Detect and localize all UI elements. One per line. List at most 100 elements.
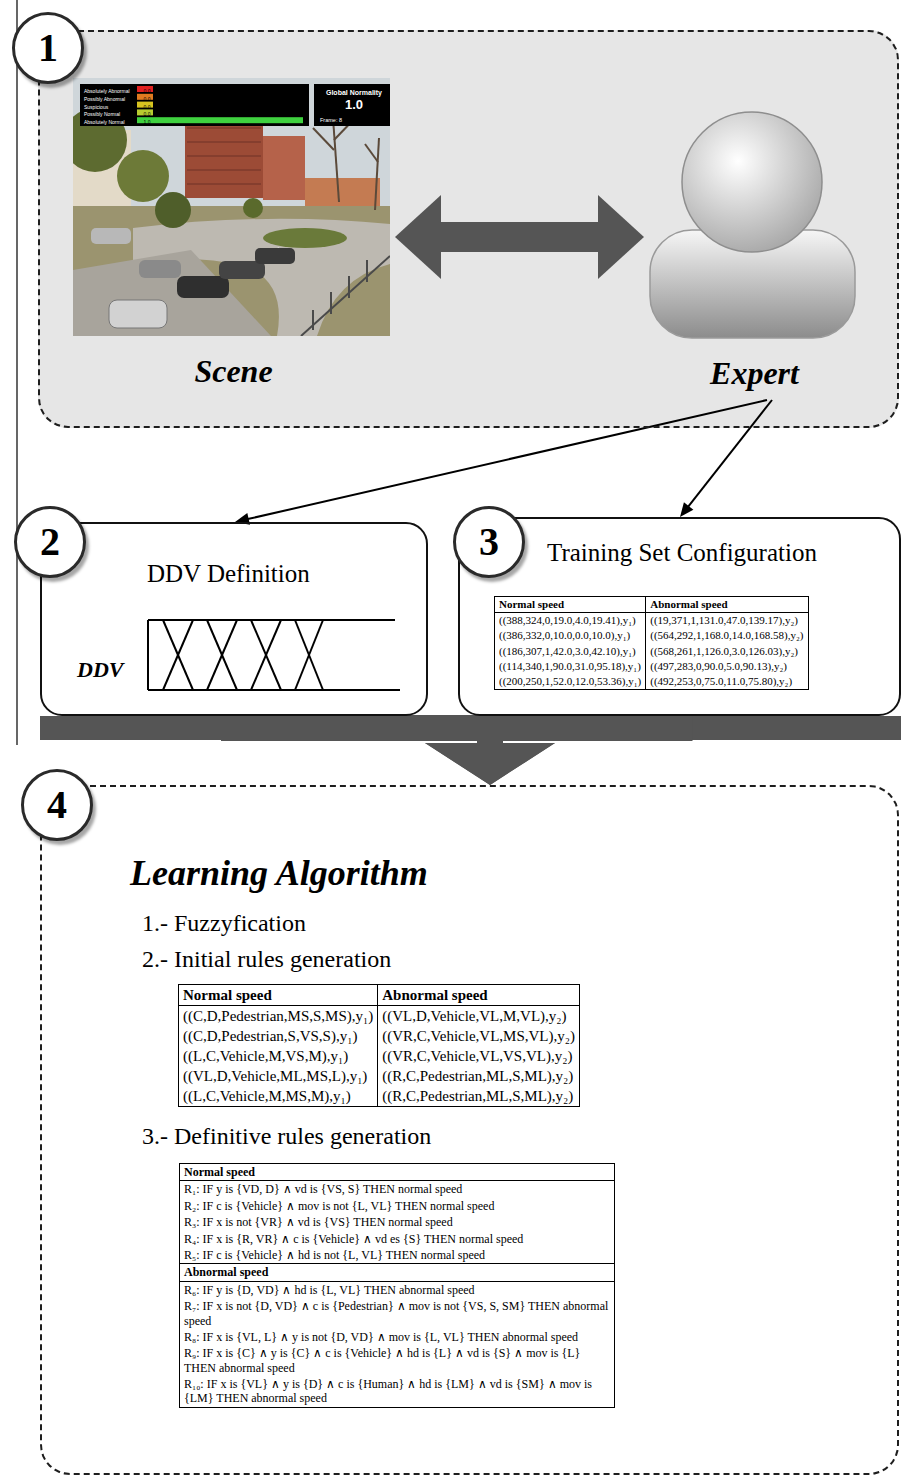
table-cell: R₅: IF c is {Vehicle} ∧ hd is not {L, VL… (180, 1247, 615, 1264)
scene-photo (117, 150, 169, 202)
scene-photo (263, 228, 347, 248)
table-row: R₇: IF x is not {D, VD} ∧ c is {Pedestri… (180, 1298, 615, 1329)
scene-photo (185, 114, 263, 198)
connector-line (234, 716, 490, 744)
scene-photo (301, 256, 390, 336)
overlay-text: 0.0 (139, 96, 155, 102)
scene-photo (312, 310, 314, 330)
table-cell: ((VR,C,Vehicle,VL,MS,VL),y₂) (378, 1026, 580, 1046)
scene-photo (305, 178, 380, 206)
table-cell: R₂: IF c is {Vehicle} ∧ mov is not {L, V… (180, 1198, 615, 1214)
step-heading: 1.- Fuzzyfication (142, 910, 306, 938)
connector (680, 400, 772, 517)
table-cell: R₃: IF x is not {VR} ∧ vd is {VS} THEN n… (180, 1214, 615, 1230)
table-cell: ((568,261,1,126.0,3.0,126.03),y₂) (646, 644, 808, 659)
expert-icon (650, 112, 855, 338)
table-cell: R₈: IF x is {VL, L} ∧ y is not {D, VD} ∧… (180, 1329, 615, 1345)
overlay-text: 1.0 (139, 119, 155, 125)
table-row: ((186,307,1,42.0,3.0,42.10),y₁)((568,261… (495, 644, 809, 659)
table-cell: Normal speed (179, 985, 378, 1006)
table-cell: ((VR,C,Vehicle,VL,VS,VL),y₂) (378, 1046, 580, 1066)
connector (235, 400, 767, 525)
panel-title: Training Set Configuration (547, 539, 817, 568)
scene-photo (187, 128, 261, 184)
table-cell: ((C,D,Pedestrian,MS,S,MS),y₁) (179, 1006, 378, 1027)
scene-photo (73, 250, 271, 336)
callout-number: 4 (21, 769, 93, 841)
membership-functions (251, 620, 281, 690)
connector (425, 716, 680, 785)
scene-photo (255, 248, 295, 264)
stage-panel: 3Training Set ConfigurationNormal speedA… (458, 517, 901, 716)
membership-functions (147, 620, 149, 690)
scene-photo (330, 292, 332, 314)
scene-photo (80, 84, 309, 126)
table-cell: R₁: IF y is {VD, D} ∧ vd is {VS, S} THEN… (180, 1181, 615, 1198)
scene-photo (263, 136, 305, 200)
arrowhead (395, 195, 441, 279)
table-row: R₈: IF x is {VL, L} ∧ y is not {D, VD} ∧… (180, 1329, 615, 1345)
table-row: ((L,C,Vehicle,M,MS,M),y₁)((R,C,Pedestria… (179, 1086, 580, 1107)
scene-photo (109, 300, 167, 328)
table-row: Normal speedAbnormal speed (179, 985, 580, 1006)
membership-functions (207, 620, 237, 690)
table-row: ((114,340,1,90.0,31.0,95.18),y₁)((497,28… (495, 659, 809, 674)
table-cell: ((VL,D,Vehicle,ML,MS,L),y₁) (179, 1066, 378, 1086)
connector-line (248, 400, 767, 519)
table-cell: ((L,C,Vehicle,M,VS,M),y₁) (179, 1046, 378, 1066)
table-row: ((L,C,Vehicle,M,VS,M),y₁)((VR,C,Vehicle,… (179, 1046, 580, 1066)
connector-line (688, 400, 772, 507)
overlay-text: Possibly Abnormal (84, 96, 125, 102)
scene-photo (73, 78, 390, 336)
table-cell: ((VL,D,Vehicle,VL,M,VL),y₂) (378, 1006, 580, 1027)
membership-functions (163, 620, 193, 690)
data-table: Normal speedAbnormal speed((388,324,0,19… (494, 596, 809, 690)
table-row: R₃: IF x is not {VR} ∧ vd is {VS} THEN n… (180, 1214, 615, 1230)
table-cell: ((114,340,1,90.0,31.0,95.18),y₁) (495, 659, 646, 674)
stage-panel: 2DDV DefinitionDDV (40, 522, 428, 716)
overlay-text: Absolutely Normal (84, 119, 125, 125)
scene-frame: SceneAbsolutely AbnormalPossibly Abnorma… (75, 80, 392, 394)
table-cell: Normal speed (495, 597, 646, 613)
scene-photo (348, 276, 350, 298)
table-cell: ((492,253,0,75.0,11.0,75.80),y₂) (646, 674, 808, 690)
membership-functions (163, 620, 193, 690)
scene-photo (219, 261, 265, 279)
table-row: ((VL,D,Vehicle,ML,MS,L),y₁)((R,C,Pedestr… (179, 1066, 580, 1086)
overlay-text: 0.0 (139, 111, 155, 117)
membership-functions (251, 620, 281, 690)
arrowhead (598, 195, 644, 279)
overlay-text: Possibly Normal (84, 111, 120, 117)
table-cell: ((497,283,0,90.0,5.0,90.13),y₂) (646, 659, 808, 674)
table-row: R₄: IF x is {R, VR} ∧ c is {Vehicle} ∧ v… (180, 1231, 615, 1247)
table-cell: ((19,371,1,131.0,47.0,139.17),y₂) (646, 613, 808, 629)
table-cell: R₁₀: IF x is {VL} ∧ y is {D} ∧ c is {Hum… (180, 1376, 615, 1407)
expert-icon (682, 112, 822, 252)
overlay-text: 0.0 (139, 88, 155, 94)
panel-title: Learning Algorithm (130, 853, 428, 894)
table-cell: R₉: IF x is {C} ∧ y is {C} ∧ c is {Vehic… (180, 1345, 615, 1376)
arrowhead (425, 743, 555, 785)
scene-photo (187, 128, 261, 129)
table-row: ((388,324,0,19.0,4.0,19.41),y₁)((19,371,… (495, 613, 809, 629)
table-row: R₁: IF y is {VD, D} ∧ vd is {VS, S} THEN… (180, 1181, 615, 1198)
table-cell: Abnormal speed (378, 985, 580, 1006)
table-cell: ((564,292,1,168.0,14.0,168.58),y₂) (646, 628, 808, 643)
table-cell: ((200,250,1,52.0,12.0,53.36),y₁) (495, 674, 646, 690)
scene-photo (155, 192, 191, 228)
scene-photo (177, 276, 229, 298)
step-heading: 3.- Definitive rules generation (142, 1123, 431, 1151)
table-cell: ((186,307,1,42.0,3.0,42.10),y₁) (495, 644, 646, 659)
connector-line (440, 222, 599, 252)
scene-photo (301, 256, 390, 336)
scene-photo (333, 118, 339, 202)
scene-photo (91, 228, 131, 244)
table-cell: R₆: IF y is {D, VD} ∧ hd is {L, VL} THEN… (180, 1281, 615, 1298)
image-caption: Scene (75, 353, 392, 390)
table-row: ((C,D,Pedestrian,MS,S,MS),y₁)((VL,D,Vehi… (179, 1006, 580, 1027)
connector-line (490, 716, 680, 744)
overlay-text: 0.0 (139, 104, 155, 110)
table-cell: ((386,332,0,10.0,0.0,10.0),y₁) (495, 628, 646, 643)
scene-photo (137, 117, 303, 123)
membership-functions (148, 689, 400, 691)
